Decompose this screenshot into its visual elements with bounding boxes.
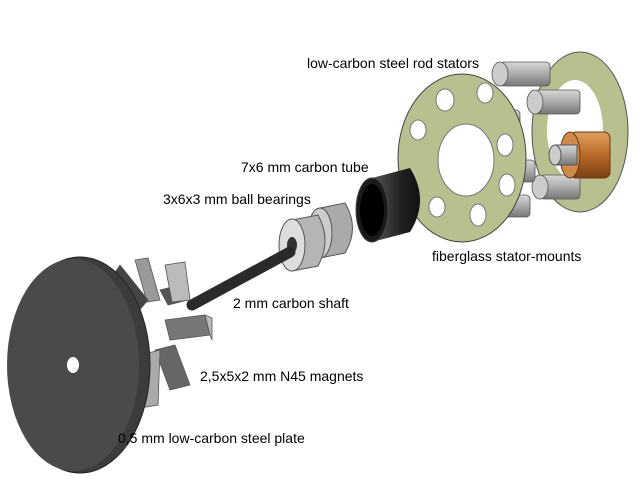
- ball-bearings: [278, 202, 353, 272]
- label-ball-bearings: 3x6x3 mm ball bearings: [163, 191, 311, 207]
- copper-coil: [548, 131, 611, 179]
- label-rod-stators: low-carbon steel rod stators: [307, 55, 479, 71]
- label-magnets: 2,5x5x2 mm N45 magnets: [200, 368, 364, 384]
- front-stator-mount: [397, 73, 527, 243]
- label-stator-mounts: fiberglass stator-mounts: [432, 248, 582, 264]
- carbon-shaft: [186, 246, 296, 311]
- steel-plate: [7, 256, 151, 474]
- label-carbon-tube: 7x6 mm carbon tube: [241, 159, 369, 175]
- carbon-tube: [355, 168, 420, 243]
- label-steel-plate: 0,5 mm low-carbon steel plate: [118, 430, 305, 446]
- label-carbon-shaft: 2 mm carbon shaft: [233, 295, 349, 311]
